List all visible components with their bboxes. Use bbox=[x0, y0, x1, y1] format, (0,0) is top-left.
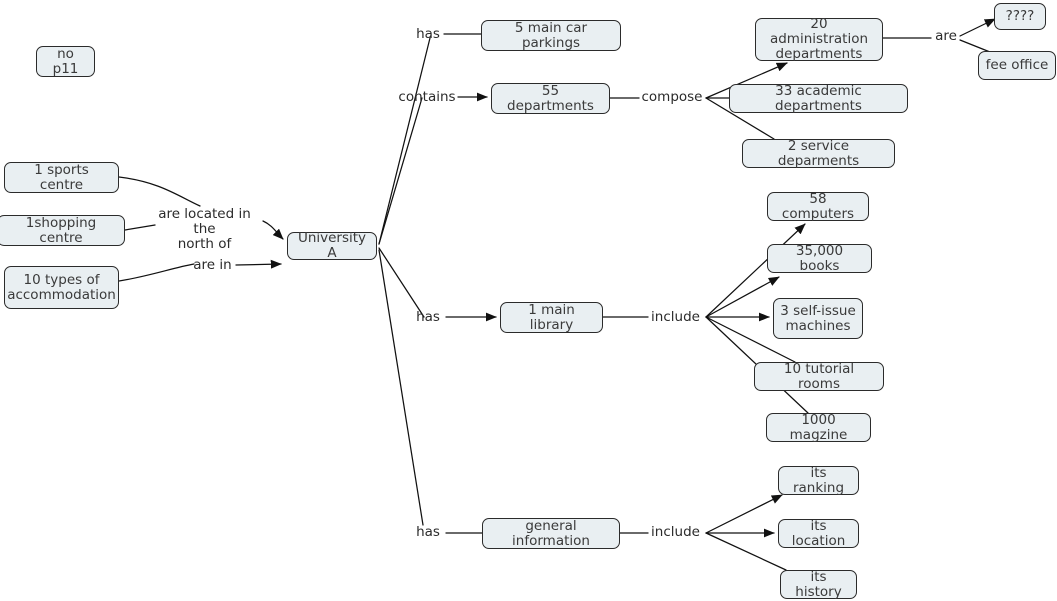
edge-label-are: are bbox=[935, 28, 957, 44]
edge-label-has-parkings: has bbox=[416, 26, 440, 42]
node-fee-office[interactable]: fee office bbox=[978, 51, 1056, 80]
edge-label-are-located-in-the-north-of: are located in the north of bbox=[158, 206, 251, 252]
edge-sports-to-label bbox=[118, 176, 201, 207]
edge-accommodation-to-label bbox=[118, 263, 195, 282]
node-main-library[interactable]: 1 main library bbox=[500, 302, 603, 333]
edge-label-to-university-1 bbox=[262, 220, 284, 240]
edge-university-to-has1 bbox=[378, 37, 431, 245]
node-no-p11[interactable]: no p11 bbox=[36, 46, 95, 77]
node-accommodation[interactable]: 10 types of accommodation bbox=[4, 266, 119, 309]
node-computers[interactable]: 58 computers bbox=[767, 191, 869, 221]
edge-are-to-unknown bbox=[959, 18, 996, 37]
edge-include2-to-history bbox=[705, 532, 787, 571]
edge-label-are-in: are in bbox=[193, 257, 232, 273]
edge-label-contains: contains bbox=[398, 89, 456, 105]
edge-label-include-general-information: include bbox=[651, 524, 700, 540]
edge-university-to-contains bbox=[378, 97, 423, 245]
node-its-location[interactable]: its location bbox=[778, 518, 859, 548]
edge-university-to-has2 bbox=[378, 247, 425, 318]
node-sports-centre[interactable]: 1 sports centre bbox=[4, 162, 119, 193]
node-car-parkings[interactable]: 5 main car parkings bbox=[481, 20, 621, 51]
node-unknown[interactable]: ???? bbox=[994, 3, 1046, 30]
node-service-departments[interactable]: 2 service deparments bbox=[742, 138, 895, 168]
edge-label-has-general-information: has bbox=[416, 524, 440, 540]
node-general-information[interactable]: general information bbox=[482, 518, 620, 549]
node-departments[interactable]: 55 departments bbox=[491, 83, 610, 114]
node-academic-departments[interactable]: 33 academic departments bbox=[729, 83, 908, 113]
edge-label-to-university-2 bbox=[235, 259, 282, 269]
edge-include1-to-books bbox=[705, 276, 780, 318]
node-self-issue-machines[interactable]: 3 self-issue machines bbox=[773, 298, 863, 339]
node-university-a[interactable]: University A bbox=[287, 231, 377, 261]
node-shopping-centre[interactable]: 1shopping centre bbox=[0, 215, 125, 246]
edge-label-include-library: include bbox=[651, 309, 700, 325]
edge-university-to-has3 bbox=[378, 249, 424, 526]
node-magazine[interactable]: 1000 magzine bbox=[766, 412, 871, 442]
node-books[interactable]: 35,000 books bbox=[767, 243, 872, 273]
node-tutorial-rooms[interactable]: 10 tutorial rooms bbox=[754, 361, 884, 391]
edge-include2-to-ranking bbox=[705, 494, 783, 534]
node-administration-departments[interactable]: 20 administration departments bbox=[755, 17, 883, 62]
edge-label-has-library: has bbox=[416, 309, 440, 325]
node-its-history[interactable]: its history bbox=[780, 569, 857, 599]
edge-label-compose: compose bbox=[641, 89, 703, 105]
node-its-ranking[interactable]: its ranking bbox=[778, 465, 859, 495]
